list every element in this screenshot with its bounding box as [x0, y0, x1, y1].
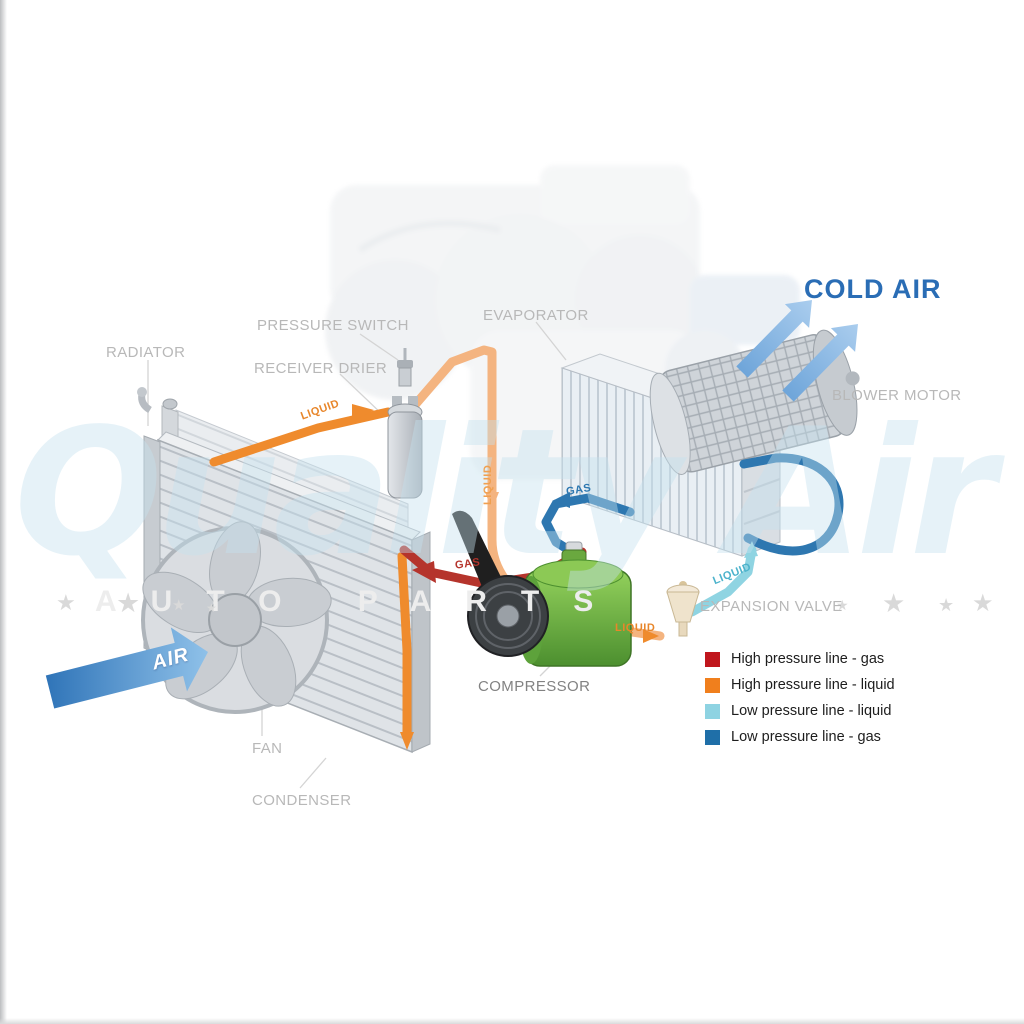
label-pressure-switch: PRESSURE SWITCH: [257, 317, 409, 334]
air-arrow: [45, 627, 208, 709]
pipe-low-pressure-gas-loop: [739, 453, 844, 556]
legend-label: Low pressure line - liquid: [731, 703, 892, 719]
expansion-valve-illustration: [666, 581, 700, 637]
legend-swatch-lp-liquid: [705, 703, 720, 719]
label-compressor: COMPRESSOR: [478, 678, 591, 695]
legend-swatch-hp-gas: [705, 651, 720, 667]
label-fan: FAN: [252, 740, 283, 757]
legend-label: High pressure line - gas: [731, 651, 885, 667]
label-radiator: RADIATOR: [106, 344, 186, 361]
pipe-condenser-drain: [397, 551, 412, 739]
compressor-illustration: [452, 510, 632, 667]
legend-label: High pressure line - liquid: [731, 677, 895, 693]
legend-swatch-lp-gas: [705, 729, 720, 745]
cold-air-arrows: [736, 300, 858, 402]
label-blower-motor: BLOWER MOTOR: [832, 387, 962, 404]
photo-edge-left: [0, 0, 7, 1024]
pipe-evaporator-to-compressor: [541, 493, 635, 557]
legend-item-hp-gas: High pressure line - gas: [705, 650, 895, 668]
label-evaporator: EVAPORATOR: [483, 307, 589, 324]
pipe-label-liquid-vertical: LIQUID: [482, 464, 494, 505]
legend: High pressure line - gas High pressure l…: [705, 650, 895, 754]
legend-label: Low pressure line - gas: [731, 729, 881, 745]
label-condenser: CONDENSER: [252, 792, 352, 809]
pipe-label-liquid-valve: LIQUID: [615, 622, 656, 634]
cold-air-heading: COLD AIR: [804, 274, 942, 304]
photo-edge-bottom: [0, 1018, 1024, 1024]
pressure-switch-illustration: [397, 360, 413, 368]
legend-item-lp-gas: Low pressure line - gas: [705, 728, 895, 746]
pipe-condenser-to-drier: [209, 407, 393, 467]
label-expansion-valve: EXPANSION VALVE: [700, 598, 843, 615]
blower-motor-illustration: [649, 329, 860, 475]
legend-item-lp-liquid: Low pressure line - liquid: [705, 702, 895, 720]
legend-item-hp-liquid: High pressure line - liquid: [705, 676, 895, 694]
label-receiver-drier: RECEIVER DRIER: [254, 360, 388, 377]
legend-swatch-hp-liquid: [705, 677, 720, 693]
receiver-drier-illustration: [387, 348, 423, 499]
pipe-valve-to-evaporator: [687, 545, 757, 617]
